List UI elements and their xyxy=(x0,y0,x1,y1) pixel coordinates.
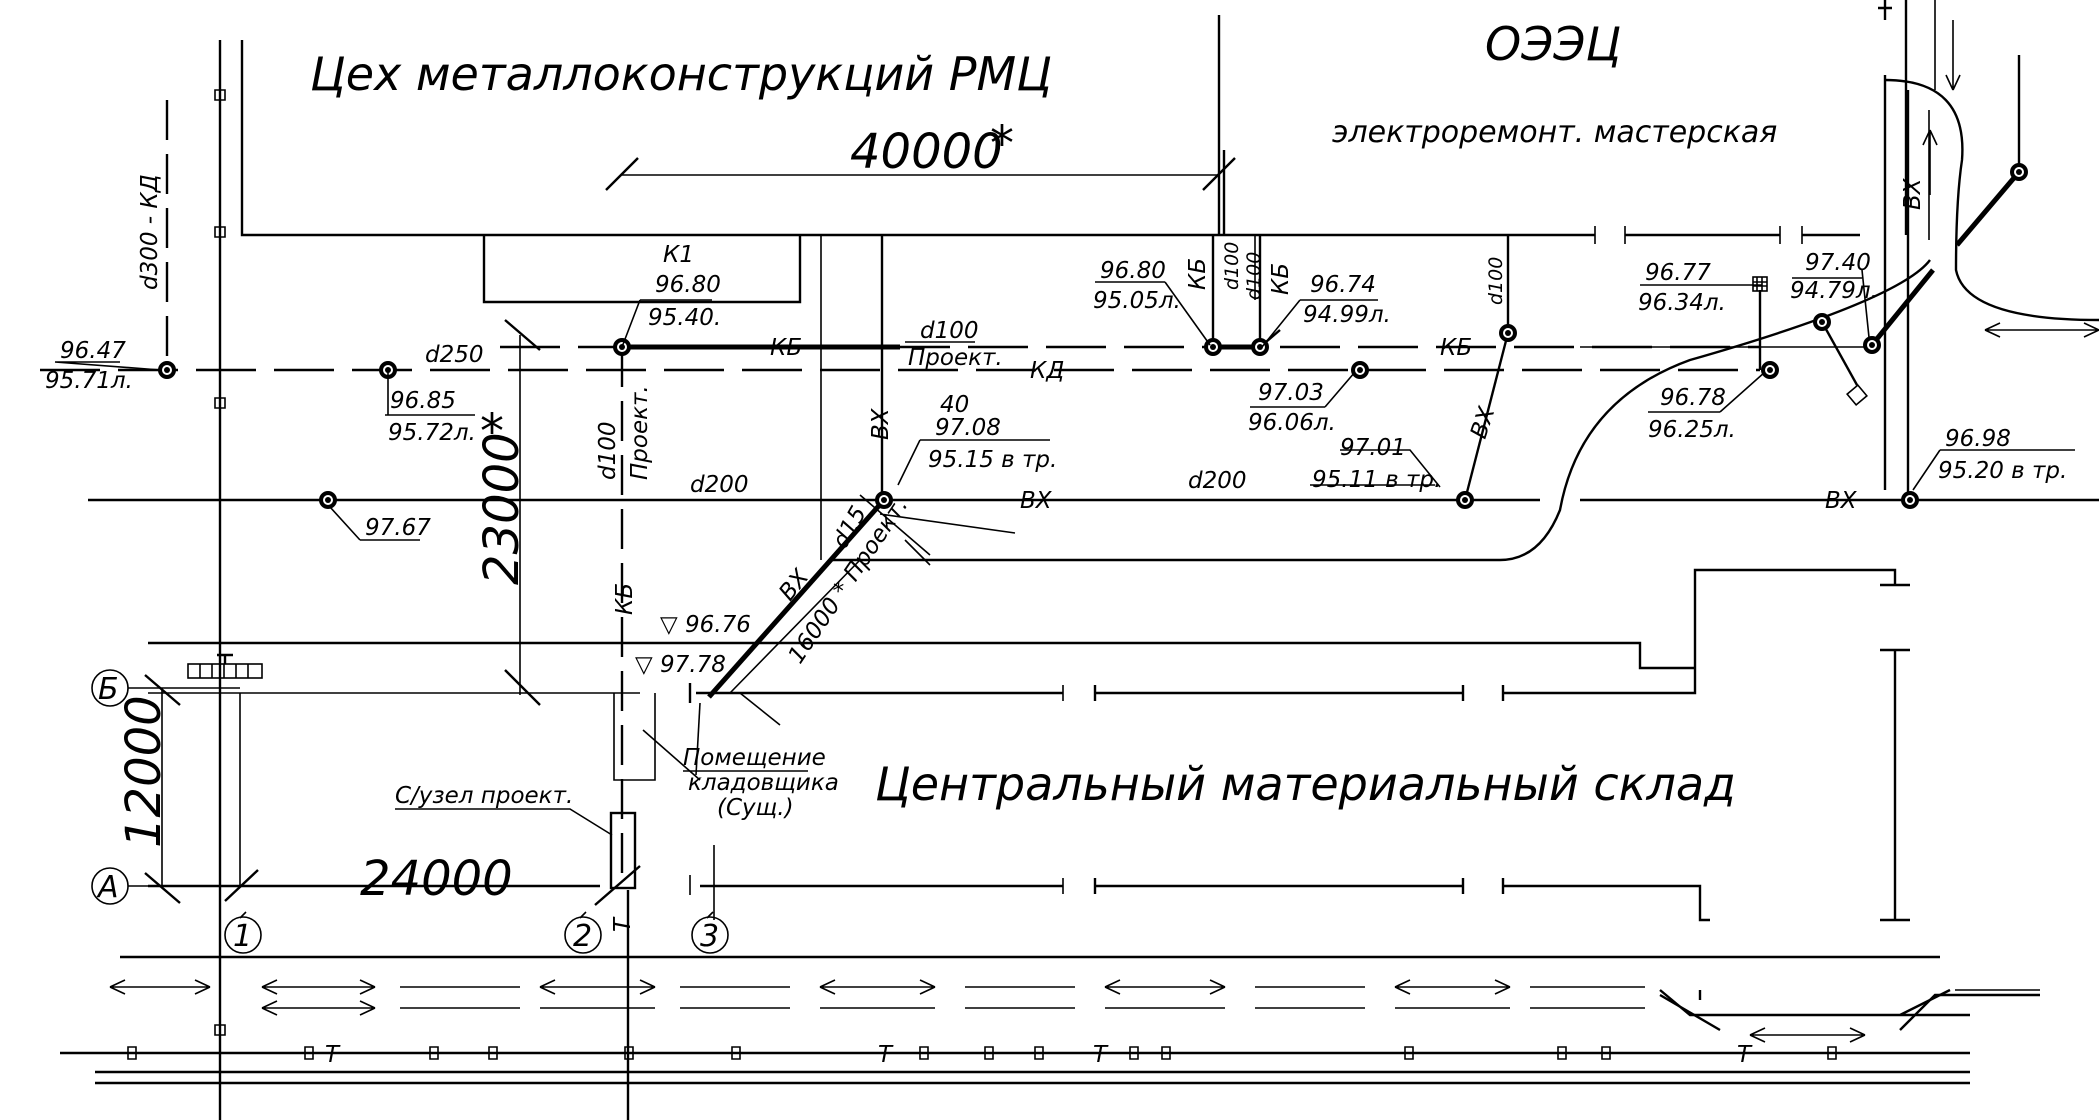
pipe-d300-kd: d300 - КД xyxy=(137,174,163,290)
label-room-1: Помещение xyxy=(683,745,826,771)
elev-3-top: 96.80 xyxy=(655,272,721,298)
pipe-vx-1: ВХ xyxy=(1020,488,1053,514)
elev-8-top: 97.40 xyxy=(1805,250,1871,276)
pipe-network xyxy=(40,40,2099,1120)
pipe-kb-2: КБ xyxy=(1440,335,1472,361)
pipe-d100-v2: d100 xyxy=(1243,252,1265,300)
elev-7-bot: 96.34л. xyxy=(1638,290,1726,316)
marker-2: 2 xyxy=(573,919,592,954)
elev-8-bot: 94.79л. xyxy=(1790,278,1878,304)
pipe-vx-v2: ВХ xyxy=(1900,177,1926,210)
elev-6-bot: 96.06л. xyxy=(1248,410,1336,436)
rail-markers xyxy=(127,1046,1837,1060)
elev-9-top: 96.78 xyxy=(1660,385,1726,411)
elev-2-bot: 95.72л. xyxy=(388,420,476,446)
label-room-2: кладовщика xyxy=(688,770,839,796)
elev-10: 97.67 xyxy=(365,515,431,541)
pipe-d250: d250 xyxy=(425,342,484,368)
label-elektro: электроремонт. мастерская xyxy=(1332,115,1777,150)
elev-13-bot: 95.20 в тр. xyxy=(1938,458,2067,484)
marker-1: 1 xyxy=(233,919,252,954)
elev-6-top: 97.03 xyxy=(1258,380,1324,406)
pipe-d100-v3: d100 xyxy=(1485,257,1507,305)
label-room-3: (Сущ.) xyxy=(717,795,794,821)
pipe-d100-proekt-v: d100 xyxy=(595,422,621,481)
dim-40000: 40000 xyxy=(850,124,1003,180)
marker-3: 3 xyxy=(700,919,719,954)
elev-11-top: 40 xyxy=(940,392,969,418)
elev-12-bot: 95.11 в тр. xyxy=(1312,467,1441,493)
wells xyxy=(158,163,2028,509)
axis-label-b: Б xyxy=(98,672,119,707)
pipe-kb-v2: КБ xyxy=(1268,263,1294,295)
elev-15: ▽ 97.78 xyxy=(635,652,726,678)
elev-3-bot: 95.40. xyxy=(648,305,721,331)
marker-2-t: T xyxy=(610,916,636,932)
elev-4-top: 96.80 xyxy=(1100,258,1166,284)
elev-12-top: 97.01 xyxy=(1340,435,1406,461)
dim-24000: 24000 xyxy=(360,851,513,907)
rail-t-4: T xyxy=(1737,1042,1753,1068)
pipe-vx-diag-2: ВХ xyxy=(1466,403,1501,442)
elev-2-top: 96.85 xyxy=(390,388,456,414)
label-sklad: Центральный материальный склад xyxy=(875,757,1736,811)
traffic-arrows xyxy=(109,20,2099,1043)
pipe-d100-proekt-1: d100 xyxy=(920,318,979,344)
elev-5-top: 96.74 xyxy=(1310,272,1376,298)
pipe-vx-diag-1: ВХ xyxy=(774,564,815,606)
elev-13-top: 96.98 xyxy=(1945,426,2011,452)
elev-9-bot: 96.25л. xyxy=(1648,417,1736,443)
pipe-k1: К1 xyxy=(663,242,694,268)
label-oezc: ОЭЭЦ xyxy=(1485,17,1621,71)
elev-7-top: 96.77 xyxy=(1645,260,1711,286)
point-markers: 1 2 3 T xyxy=(224,911,729,954)
pipe-proekt-v: Проект. xyxy=(627,385,653,480)
pipe-d100-proekt-2: Проект. xyxy=(908,345,1003,371)
elev-5-bot: 94.99л. xyxy=(1303,302,1391,328)
dim-23000-star: * xyxy=(480,404,504,460)
rail-t-1: T xyxy=(325,1042,341,1068)
pipe-d200-2: d200 xyxy=(1188,468,1247,494)
elev-14: ▽ 96.76 xyxy=(660,612,751,638)
pipe-d200-1: d200 xyxy=(690,472,749,498)
dim-23000: 23000 xyxy=(474,432,530,585)
elevation-leaders xyxy=(54,277,2075,541)
elev-11-bot: 95.15 в тр. xyxy=(928,447,1057,473)
pipe-kd-1: КД xyxy=(1030,358,1064,384)
pipe-kb-v1: КБ xyxy=(1185,258,1211,290)
pipe-kb-1: КБ xyxy=(770,335,802,361)
axis-label-a: А xyxy=(96,870,119,905)
elev-11-mid: 97.08 xyxy=(935,415,1001,441)
pipe-vx-2: ВХ xyxy=(1825,488,1858,514)
elev-4-bot: 95.05л. xyxy=(1093,288,1181,314)
rail-t-3: T xyxy=(1093,1042,1109,1068)
building-outlines xyxy=(148,0,2099,922)
dim-40000-star: * xyxy=(990,116,1014,172)
rail-t-2: T xyxy=(878,1042,894,1068)
pipe-d100-v1: d100 xyxy=(1221,242,1243,290)
grid-axes: Б А xyxy=(91,669,240,905)
pipe-vx-v1: ВХ xyxy=(868,407,894,440)
pipe-kb-v3: КБ xyxy=(612,583,638,615)
label-ceh-rmc: Цех металлоконструкций РМЦ xyxy=(310,47,1052,101)
label-s-uzel: С/узел проект. xyxy=(395,783,573,809)
elev-1-bot: 95.71л. xyxy=(45,368,133,394)
elev-1-top: 96.47 xyxy=(60,338,126,364)
dim-12000: 12000 xyxy=(116,695,172,848)
